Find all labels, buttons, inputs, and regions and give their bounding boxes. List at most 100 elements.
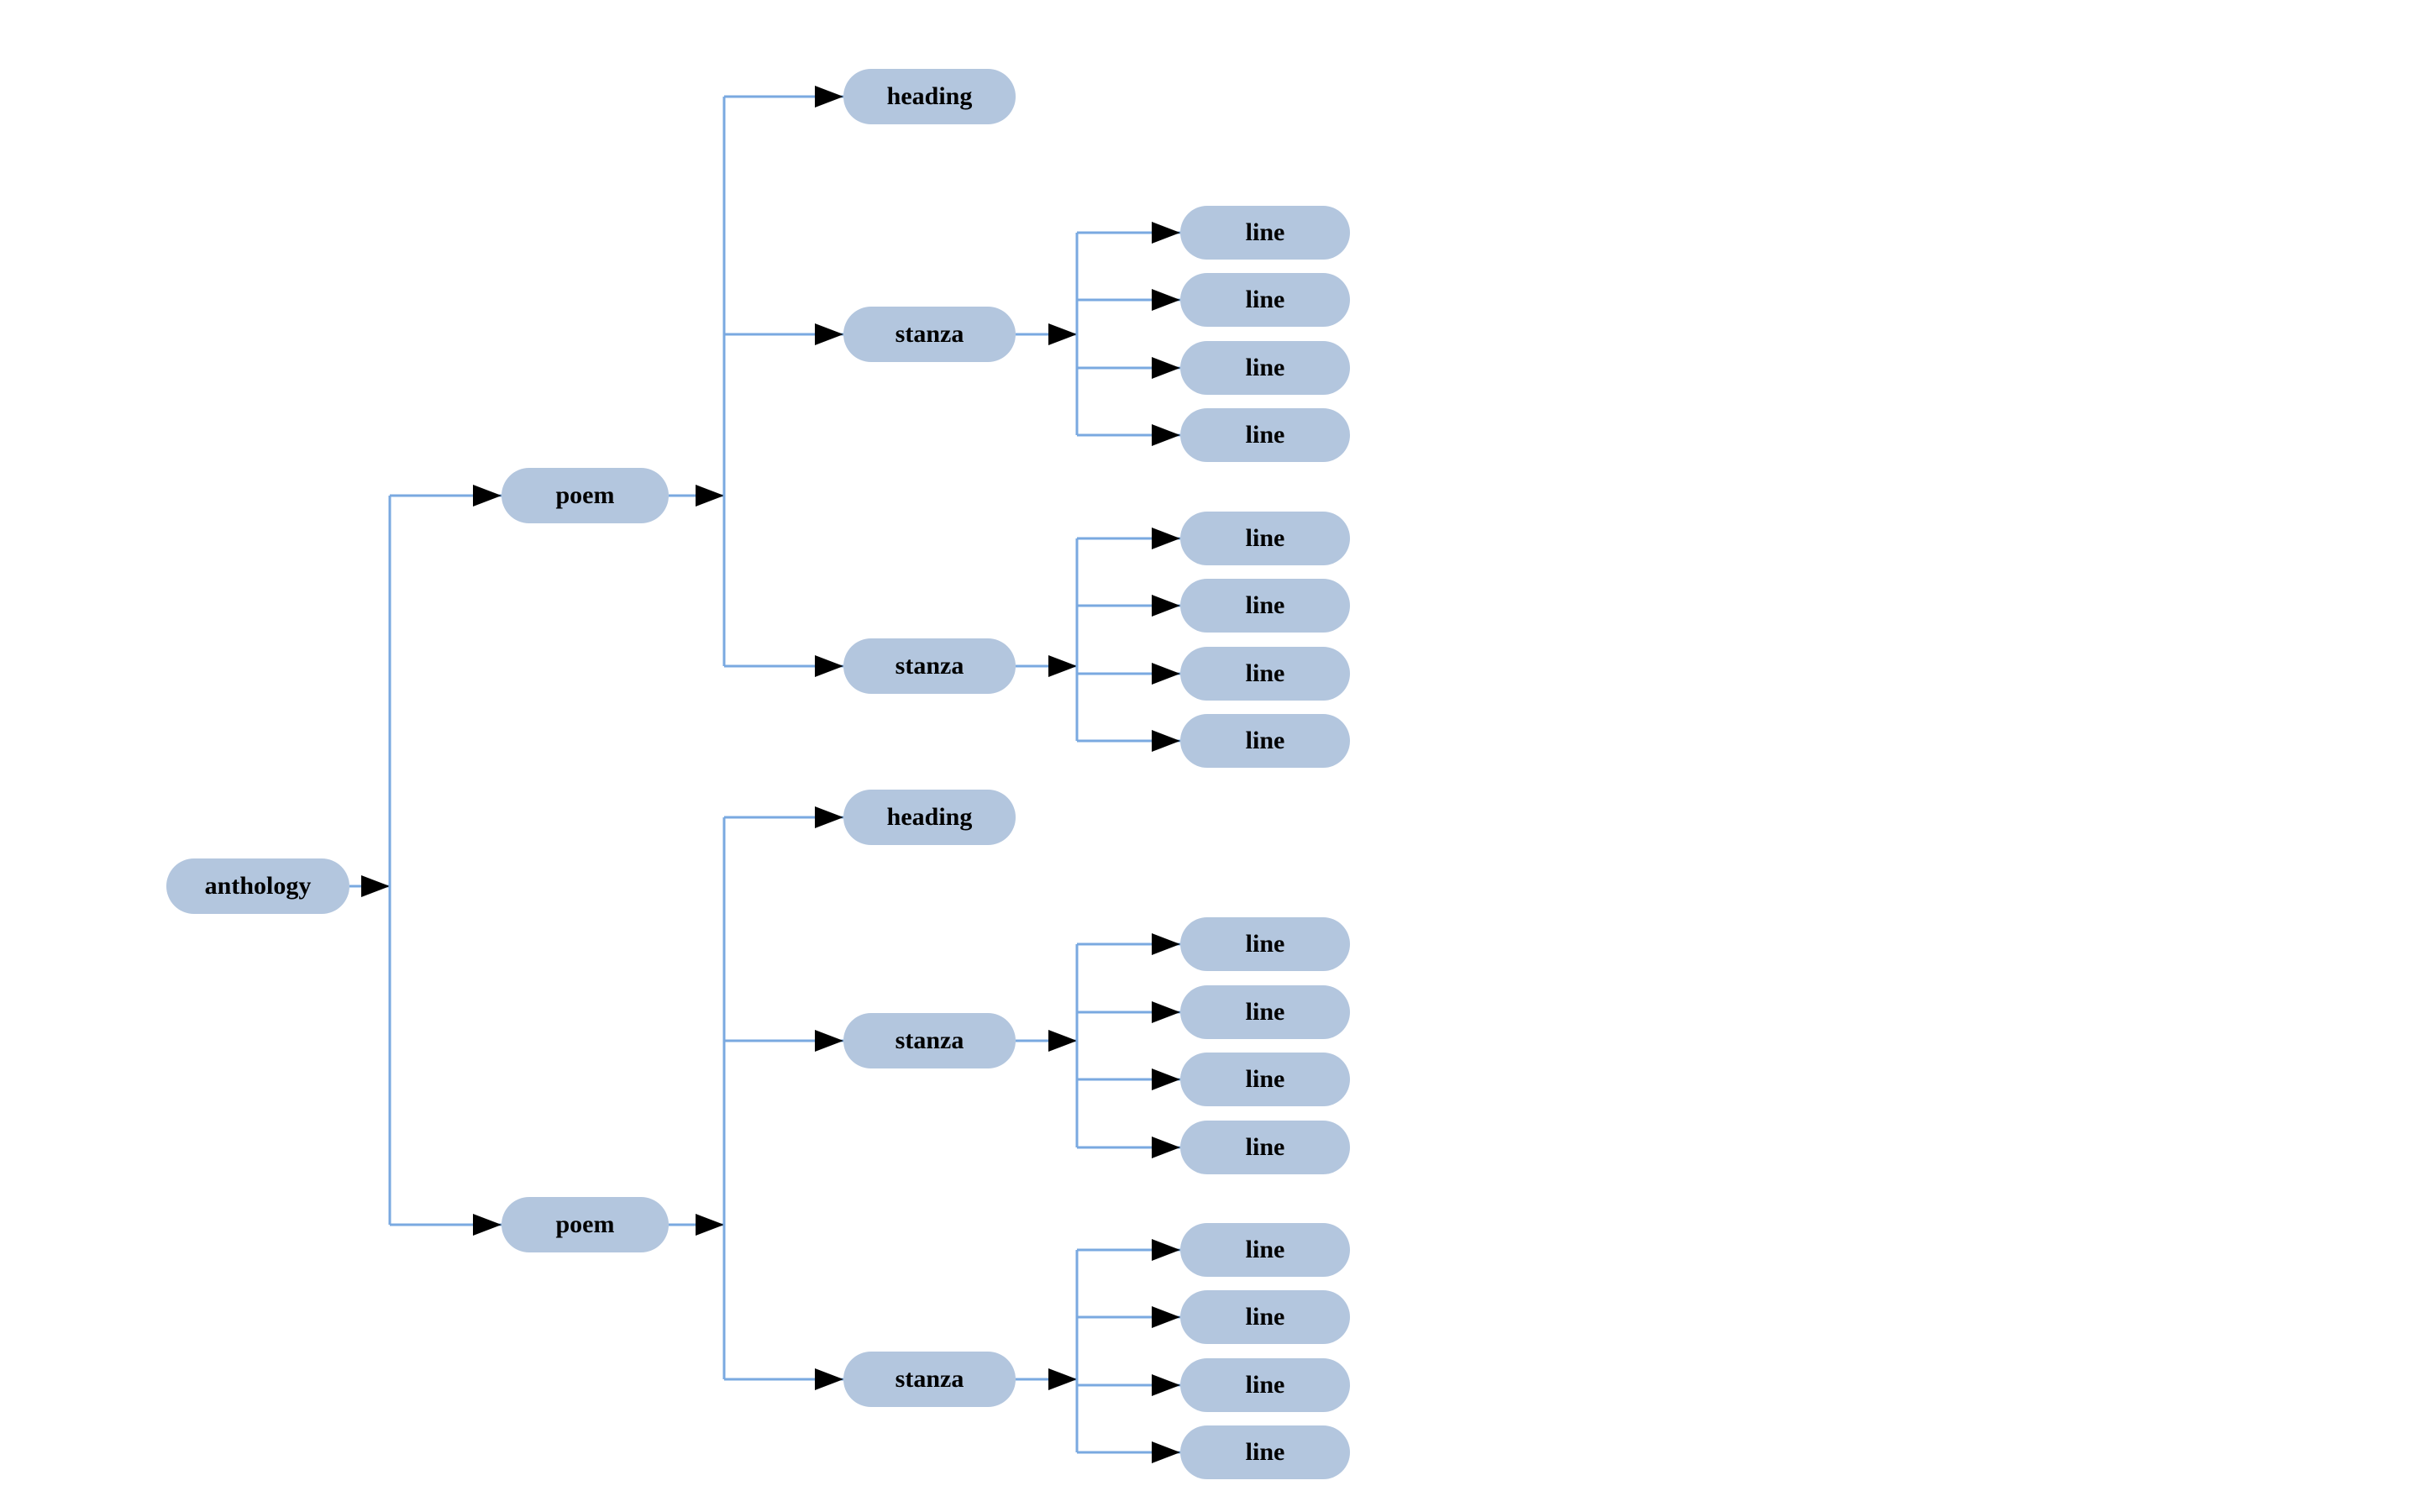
node-shape-line-1-2[interactable] xyxy=(1180,273,1350,327)
node-label-line-2-1: line xyxy=(1246,524,1285,552)
node-shape-line-3-1[interactable] xyxy=(1180,917,1350,971)
node-shape-line-2-4[interactable] xyxy=(1180,714,1350,768)
node-shape-line-1-4[interactable] xyxy=(1180,408,1350,462)
node-stanza-1[interactable]: stanza xyxy=(843,307,1016,362)
arrowhead-stanza-4 xyxy=(815,1368,843,1390)
node-shape-stanza-1[interactable] xyxy=(843,307,1016,362)
node-shape-line-1-3[interactable] xyxy=(1180,341,1350,395)
node-shape-line-2-1[interactable] xyxy=(1180,512,1350,565)
node-line-3-1[interactable]: line xyxy=(1180,917,1350,971)
node-label-line-3-4: line xyxy=(1246,1133,1285,1161)
node-shape-line-1-1[interactable] xyxy=(1180,206,1350,260)
node-shape-line-4-1[interactable] xyxy=(1180,1223,1350,1277)
node-label-heading-1: heading xyxy=(887,82,973,110)
arrowhead-trunk-stanza-3 xyxy=(1048,1030,1077,1052)
node-label-line-2-3: line xyxy=(1246,659,1285,687)
arrowhead-stanza-2 xyxy=(815,655,843,677)
node-line-2-1[interactable]: line xyxy=(1180,512,1350,565)
node-line-1-4[interactable]: line xyxy=(1180,408,1350,462)
node-line-1-3[interactable]: line xyxy=(1180,341,1350,395)
arrowhead-line-4-3 xyxy=(1152,1374,1180,1396)
node-label-line-3-2: line xyxy=(1246,998,1285,1026)
node-shape-line-3-4[interactable] xyxy=(1180,1121,1350,1174)
node-shape-line-2-2[interactable] xyxy=(1180,579,1350,633)
node-shape-heading-2[interactable] xyxy=(843,790,1016,845)
edge-group-stanza-4 xyxy=(1016,1239,1180,1463)
arrowhead-line-1-2 xyxy=(1152,289,1180,311)
arrowhead-poem-2 xyxy=(473,1214,502,1236)
node-line-2-4[interactable]: line xyxy=(1180,714,1350,768)
node-shape-stanza-2[interactable] xyxy=(843,638,1016,694)
node-label-line-4-3: line xyxy=(1246,1371,1285,1399)
edge-layer xyxy=(349,86,1180,1463)
node-poem-2[interactable]: poem xyxy=(502,1197,669,1252)
node-label-heading-2: heading xyxy=(887,803,973,831)
edge-group-stanza-3 xyxy=(1016,933,1180,1158)
arrowhead-line-2-2 xyxy=(1152,595,1180,617)
node-shape-line-3-2[interactable] xyxy=(1180,985,1350,1039)
node-line-4-3[interactable]: line xyxy=(1180,1358,1350,1412)
node-label-line-3-1: line xyxy=(1246,930,1285,958)
node-line-3-4[interactable]: line xyxy=(1180,1121,1350,1174)
node-shape-line-4-3[interactable] xyxy=(1180,1358,1350,1412)
node-label-line-1-4: line xyxy=(1246,421,1285,449)
edge-group-stanza-2 xyxy=(1016,528,1180,752)
arrowhead-trunk-poem-1 xyxy=(696,485,724,507)
node-shape-line-3-3[interactable] xyxy=(1180,1053,1350,1106)
node-label-stanza-2: stanza xyxy=(895,652,964,680)
arrowhead-trunk-stanza-4 xyxy=(1048,1368,1077,1390)
node-label-poem-2: poem xyxy=(556,1210,615,1238)
node-line-3-3[interactable]: line xyxy=(1180,1053,1350,1106)
arrowhead-stanza-1 xyxy=(815,323,843,345)
node-shape-anthology[interactable] xyxy=(166,858,349,914)
node-label-poem-1: poem xyxy=(556,481,615,509)
node-shape-poem-1[interactable] xyxy=(502,468,669,523)
node-label-line-1-2: line xyxy=(1246,286,1285,313)
node-line-3-2[interactable]: line xyxy=(1180,985,1350,1039)
edge-group-anthology xyxy=(349,485,502,1236)
node-shape-stanza-3[interactable] xyxy=(843,1013,1016,1068)
node-label-line-4-1: line xyxy=(1246,1236,1285,1263)
node-line-1-1[interactable]: line xyxy=(1180,206,1350,260)
node-poem-1[interactable]: poem xyxy=(502,468,669,523)
arrowhead-line-3-4 xyxy=(1152,1137,1180,1158)
arrowhead-line-1-4 xyxy=(1152,424,1180,446)
arrowhead-line-3-2 xyxy=(1152,1001,1180,1023)
arrowhead-line-3-1 xyxy=(1152,933,1180,955)
edge-group-stanza-1 xyxy=(1016,222,1180,446)
arrowhead-line-1-3 xyxy=(1152,357,1180,379)
node-heading-1[interactable]: heading xyxy=(843,69,1016,124)
arrowhead-trunk-anthology xyxy=(361,875,390,897)
arrowhead-stanza-3 xyxy=(815,1030,843,1052)
node-line-2-2[interactable]: line xyxy=(1180,579,1350,633)
node-line-2-3[interactable]: line xyxy=(1180,647,1350,701)
arrowhead-line-4-2 xyxy=(1152,1306,1180,1328)
node-line-1-2[interactable]: line xyxy=(1180,273,1350,327)
arrowhead-line-2-1 xyxy=(1152,528,1180,549)
node-shape-poem-2[interactable] xyxy=(502,1197,669,1252)
node-line-4-1[interactable]: line xyxy=(1180,1223,1350,1277)
arrowhead-line-1-1 xyxy=(1152,222,1180,244)
node-anthology[interactable]: anthology xyxy=(166,858,349,914)
arrowhead-line-3-3 xyxy=(1152,1068,1180,1090)
node-stanza-4[interactable]: stanza xyxy=(843,1352,1016,1407)
node-stanza-2[interactable]: stanza xyxy=(843,638,1016,694)
arrowhead-heading-2 xyxy=(815,806,843,828)
node-line-4-2[interactable]: line xyxy=(1180,1290,1350,1344)
node-shape-line-4-2[interactable] xyxy=(1180,1290,1350,1344)
node-label-anthology: anthology xyxy=(205,872,312,900)
node-line-4-4[interactable]: line xyxy=(1180,1425,1350,1479)
node-stanza-3[interactable]: stanza xyxy=(843,1013,1016,1068)
node-shape-line-2-3[interactable] xyxy=(1180,647,1350,701)
node-heading-2[interactable]: heading xyxy=(843,790,1016,845)
node-shape-stanza-4[interactable] xyxy=(843,1352,1016,1407)
node-shape-line-4-4[interactable] xyxy=(1180,1425,1350,1479)
arrowhead-poem-1 xyxy=(473,485,502,507)
edge-group-poem-2 xyxy=(669,806,843,1390)
arrowhead-trunk-poem-2 xyxy=(696,1214,724,1236)
node-layer: anthology poem poem heading stanza stanza head… xyxy=(166,69,1350,1479)
node-label-line-3-3: line xyxy=(1246,1065,1285,1093)
node-shape-heading-1[interactable] xyxy=(843,69,1016,124)
node-label-stanza-1: stanza xyxy=(895,320,964,348)
